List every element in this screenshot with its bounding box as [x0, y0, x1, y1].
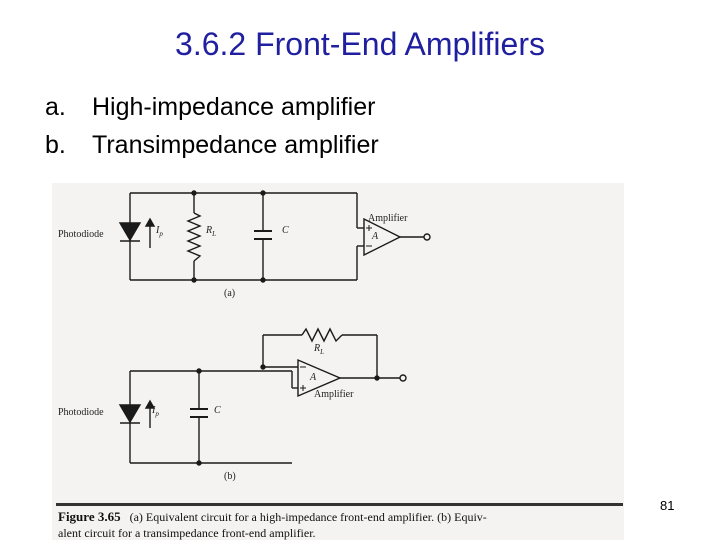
photodiode-a-symbol [118, 222, 142, 242]
resistor-label-a: RL [206, 225, 217, 238]
bullet-text: Transimpedance amplifier [92, 131, 379, 159]
amplifier-b-triangle [297, 358, 342, 398]
circuit-a-wires [129, 192, 424, 281]
bullet-marker: a. [45, 93, 66, 121]
amplifier-label-b: Amplifier [314, 389, 354, 400]
page-number: 81 [660, 498, 675, 513]
current-label-a: Ip [156, 225, 163, 238]
bullet-marker: b. [45, 131, 66, 159]
output-terminal-b [399, 374, 407, 382]
capacitor-label-b: C [214, 405, 221, 416]
caption-rule [56, 503, 623, 506]
amplifier-label-a: Amplifier [368, 213, 408, 224]
circuit-label-b: (b) [224, 471, 236, 482]
amp-symbol-a: A [372, 231, 379, 242]
circuit-diagram [118, 190, 431, 466]
current-label-b: Ip [152, 405, 159, 418]
amplifier-a-triangle [363, 217, 402, 257]
capacitor-label-a: C [282, 225, 289, 236]
caption-line-1: (a) Equivalent circuit for a high-impeda… [129, 510, 487, 524]
resistor-rl-a [186, 212, 202, 262]
figure-number: Figure 3.65 [58, 509, 121, 524]
bullet-list: a. High-impedance amplifier b. Transimpeda… [45, 92, 379, 168]
circuit-b-wires [129, 334, 400, 464]
bullet-text: High-impedance amplifier [92, 93, 376, 121]
bullet-item: a. High-impedance amplifier [45, 92, 379, 130]
photodiode-b-symbol [118, 404, 142, 424]
figure-caption: Figure 3.65 (a) Equivalent circuit for a… [58, 509, 623, 541]
circuit-figure: Photodiode Ip RL C Amplifier A (a) Photo… [52, 183, 624, 540]
bullet-item: b. Transimpedance amplifier [45, 130, 379, 168]
capacitor-c-a [254, 230, 272, 240]
slide-title: 3.6.2 Front-End Amplifiers [175, 26, 545, 62]
photodiode-label-b: Photodiode [58, 407, 104, 418]
caption-line-2: alent circuit for a transimpedance front… [58, 526, 316, 540]
resistor-rl-b [301, 327, 343, 343]
output-terminal-a [423, 233, 431, 241]
capacitor-c-b [190, 408, 208, 418]
circuit-label-a: (a) [224, 288, 236, 299]
photodiode-label-a: Photodiode [58, 229, 104, 240]
amp-symbol-b: A [310, 372, 317, 383]
resistor-label-b: RL [314, 343, 325, 356]
